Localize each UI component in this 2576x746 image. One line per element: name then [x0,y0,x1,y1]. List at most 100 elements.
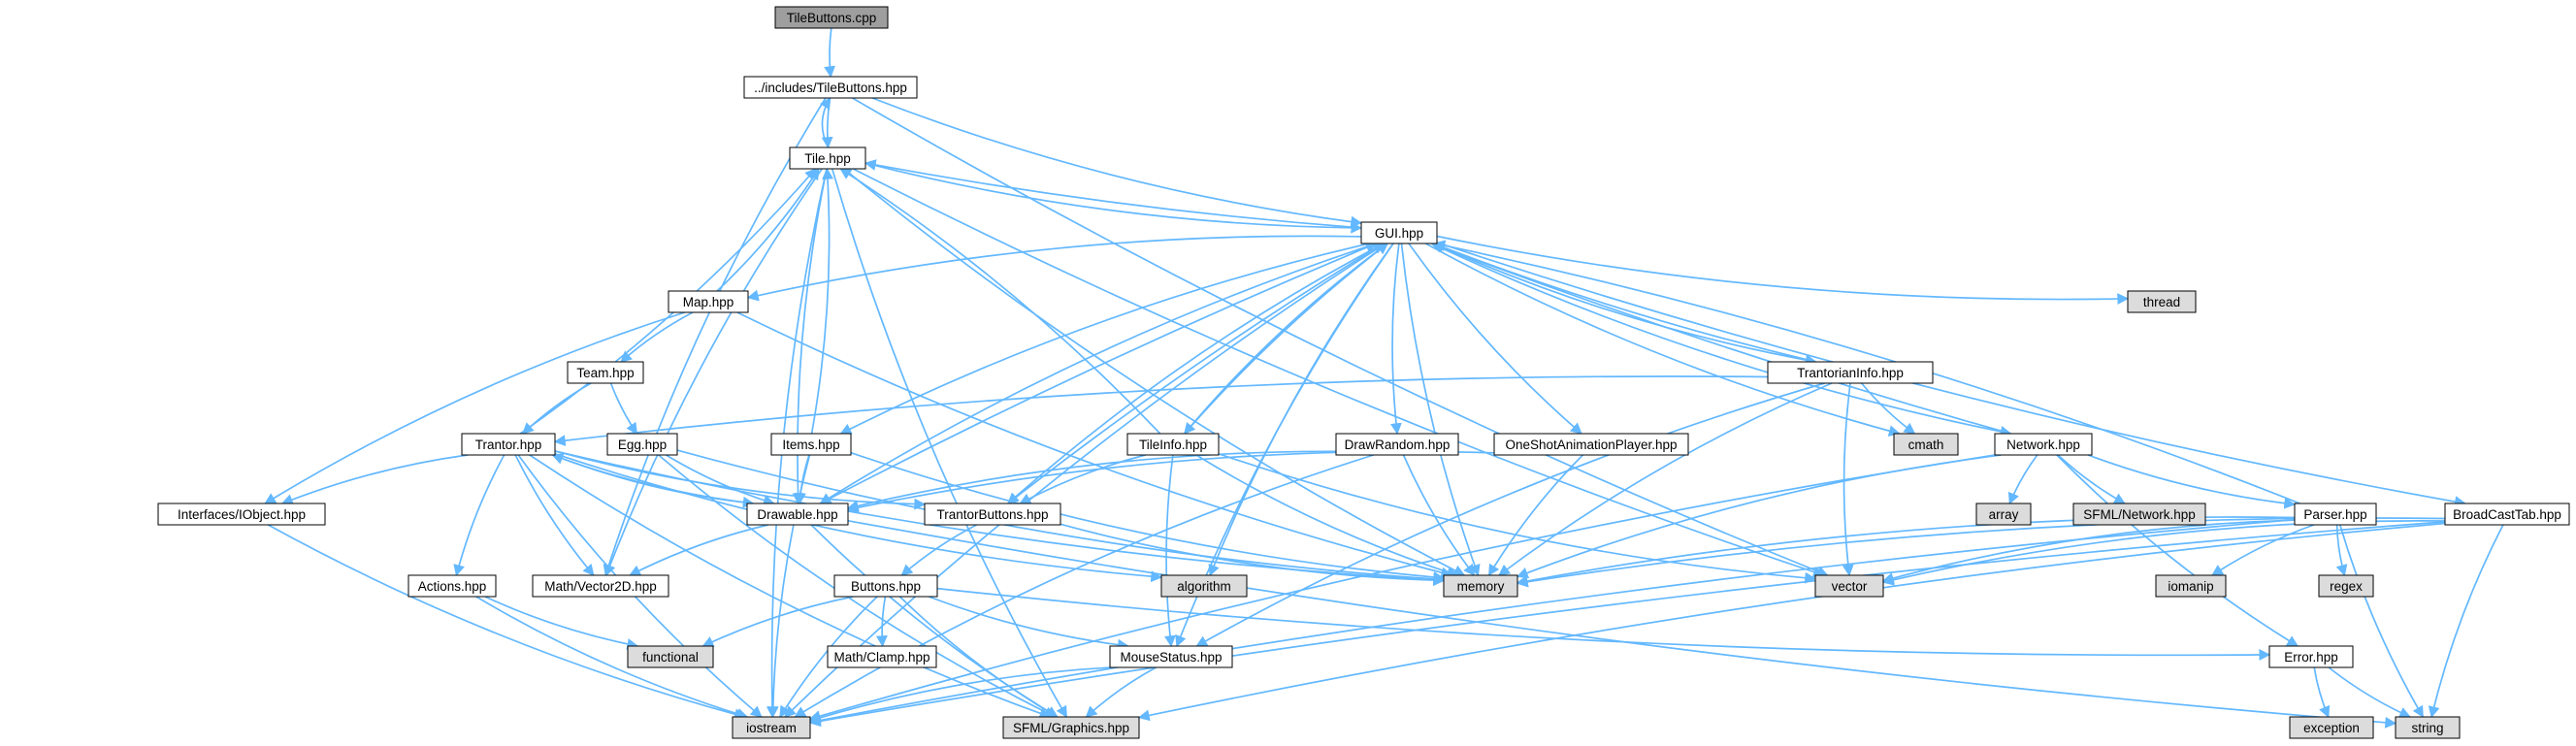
node-box-drawrandom-hpp [1335,433,1459,456]
edge-drawrandom-to-drawable [846,450,1337,512]
node-box-buttons-hpp [833,574,938,598]
node-label-items-hpp: Items.hpp [782,438,839,452]
node-network-hpp[interactable]: Network.hpp [1994,433,2093,456]
edge-inc-tilebuttons-to-vector2d [603,97,827,577]
edge-tile-to-drawable [792,168,828,505]
node-includes-tilebuttons-hpp[interactable]: ../includes/TileButtons.hpp [743,76,918,99]
node-box-tile-hpp [789,146,866,170]
node-box-map-hpp [668,290,749,313]
node-label-team-hpp: Team.hpp [576,366,634,380]
edge-gui-to-tileinfo [1184,243,1388,435]
node-box-gui-hpp [1360,221,1438,244]
edge-inc-tilebuttons-to-gui [871,97,1363,228]
node-trantorbuttons-hpp[interactable]: TrantorButtons.hpp [924,503,1061,526]
edge-buttons-to-mousestatus [928,596,1129,651]
edge-trantorianinfo-to-trantor [553,375,1769,447]
node-box-mousestatus-hpp [1109,645,1233,668]
node-tileinfo-hpp[interactable]: TileInfo.hpp [1126,433,1220,456]
edge-oneshot-to-drawable [846,450,1495,514]
node-label-exception: exception [2303,721,2360,735]
edge-parser-to-string [2338,524,2425,719]
node-sfml-graphics-hpp: SFML/Graphics.hpp [1002,716,1140,739]
node-box-drawable-hpp [746,503,849,526]
node-trantor-hpp[interactable]: Trantor.hpp [461,433,556,456]
node-box-broadcasttab-hpp [2444,503,2570,526]
edge-trantorianinfo-to-memory [1498,382,1833,576]
node-buttons-hpp[interactable]: Buttons.hpp [833,574,938,598]
node-interfaces-iobject-hpp[interactable]: Interfaces/IObject.hpp [157,503,326,526]
edge-team-to-egg [609,382,638,435]
edge-map-to-memory [736,311,1453,579]
edge-trantor-to-iobject [280,454,469,505]
edge-map-to-team [620,311,694,363]
edge-broadcasttab-to-sfmlgraphics [1137,522,2446,722]
node-label-tileinfo-hpp: TileInfo.hpp [1139,438,1207,452]
edge-trantor-to-vector2d [514,454,595,576]
node-broadcasttab-hpp[interactable]: BroadCastTab.hpp [2444,503,2570,526]
edge-tileinfo-to-vector [1218,452,1817,584]
node-box-thread [2127,290,2197,313]
edge-gui-to-cmath [1424,243,1901,437]
node-box-items-hpp [770,433,852,456]
node-box-math-clamp-hpp [827,645,937,668]
edge-tile-to-sfmlgraphics [831,168,1068,719]
node-iomanip: iomanip [2155,574,2227,598]
node-box-cmath [1893,433,1959,456]
edge-gui-to-trantorianinfo [1433,243,1817,366]
edge-parser-to-iomanip [2211,524,2315,576]
node-drawrandom-hpp[interactable]: DrawRandom.hpp [1335,433,1459,456]
node-iostream: iostream [732,716,811,739]
edge-gui-to-tile [864,159,1362,229]
edge-trantorbuttons-to-gui [1007,243,1386,504]
edge-gui-to-oneshot [1408,243,1582,435]
node-box-tilebuttons-cpp [774,6,889,29]
edge-tile-to-memory [843,168,1466,576]
node-vector: vector [1814,574,1884,598]
edge-network-to-gui [1430,242,2011,435]
node-label-network-hpp: Network.hpp [2006,438,2080,452]
node-label-error-hpp: Error.hpp [2284,650,2338,665]
node-box-network-hpp [1994,433,2093,456]
node-label-math-vector2d-hpp: Math/Vector2D.hpp [544,579,657,594]
node-box-sfml-graphics-hpp [1002,716,1140,739]
node-parser-hpp[interactable]: Parser.hpp [2294,503,2377,526]
node-error-hpp[interactable]: Error.hpp [2268,645,2354,668]
edge-mousestatus-to-iostream [808,666,1111,724]
edge-network-to-memory [1516,454,2002,579]
node-label-map-hpp: Map.hpp [683,295,734,309]
edge-items-to-memory [850,451,1446,583]
node-actions-hpp[interactable]: Actions.hpp [408,574,497,598]
node-tilebuttons-cpp[interactable]: TileButtons.cpp [774,6,889,29]
edge-buttons-to-clamp [875,596,888,648]
node-drawable-hpp[interactable]: Drawable.hpp [746,503,849,526]
edge-gui-to-drawable [819,243,1377,504]
node-math-clamp-hpp[interactable]: Math/Clamp.hpp [827,645,937,668]
node-box-trantorianinfo-hpp [1767,361,1934,384]
node-label-oneshotanimationplayer-hpp: OneShotAnimationPlayer.hpp [1505,438,1677,452]
node-label-interfaces-iobject-hpp: Interfaces/IObject.hpp [178,507,306,522]
edge-drawrandom-to-memory [1402,454,1476,576]
node-label-tilebuttons-cpp: TileButtons.cpp [787,11,877,25]
node-memory: memory [1443,574,1518,598]
edge-gui-to-trantorbuttons [1007,243,1385,504]
node-trantorianinfo-hpp[interactable]: TrantorianInfo.hpp [1767,361,1934,384]
node-algorithm: algorithm [1160,574,1248,598]
node-team-hpp[interactable]: Team.hpp [567,361,644,384]
edge-egg-to-drawable [665,454,775,506]
node-mousestatus-hpp[interactable]: MouseStatus.hpp [1109,645,1233,668]
node-label-trantorbuttons-hpp: TrantorButtons.hpp [936,507,1048,522]
edge-broadcasttab-to-iostream [808,521,2446,728]
node-label-iomanip: iomanip [2168,579,2213,594]
edge-drawrandom-to-iostream [794,454,1374,718]
node-gui-hpp[interactable]: GUI.hpp [1360,221,1438,244]
node-label-buttons-hpp: Buttons.hpp [851,579,921,594]
node-tile-hpp[interactable]: Tile.hpp [789,146,866,170]
node-map-hpp[interactable]: Map.hpp [668,290,749,313]
node-oneshotanimationplayer-hpp[interactable]: OneShotAnimationPlayer.hpp [1493,433,1689,456]
node-label-tile-hpp: Tile.hpp [804,151,851,166]
node-egg-hpp[interactable]: Egg.hpp [606,433,678,456]
node-items-hpp[interactable]: Items.hpp [770,433,852,456]
node-box-string [2395,716,2461,739]
node-math-vector2d-hpp[interactable]: Math/Vector2D.hpp [532,574,669,598]
edge-trantor-to-algorithm [554,452,1163,583]
